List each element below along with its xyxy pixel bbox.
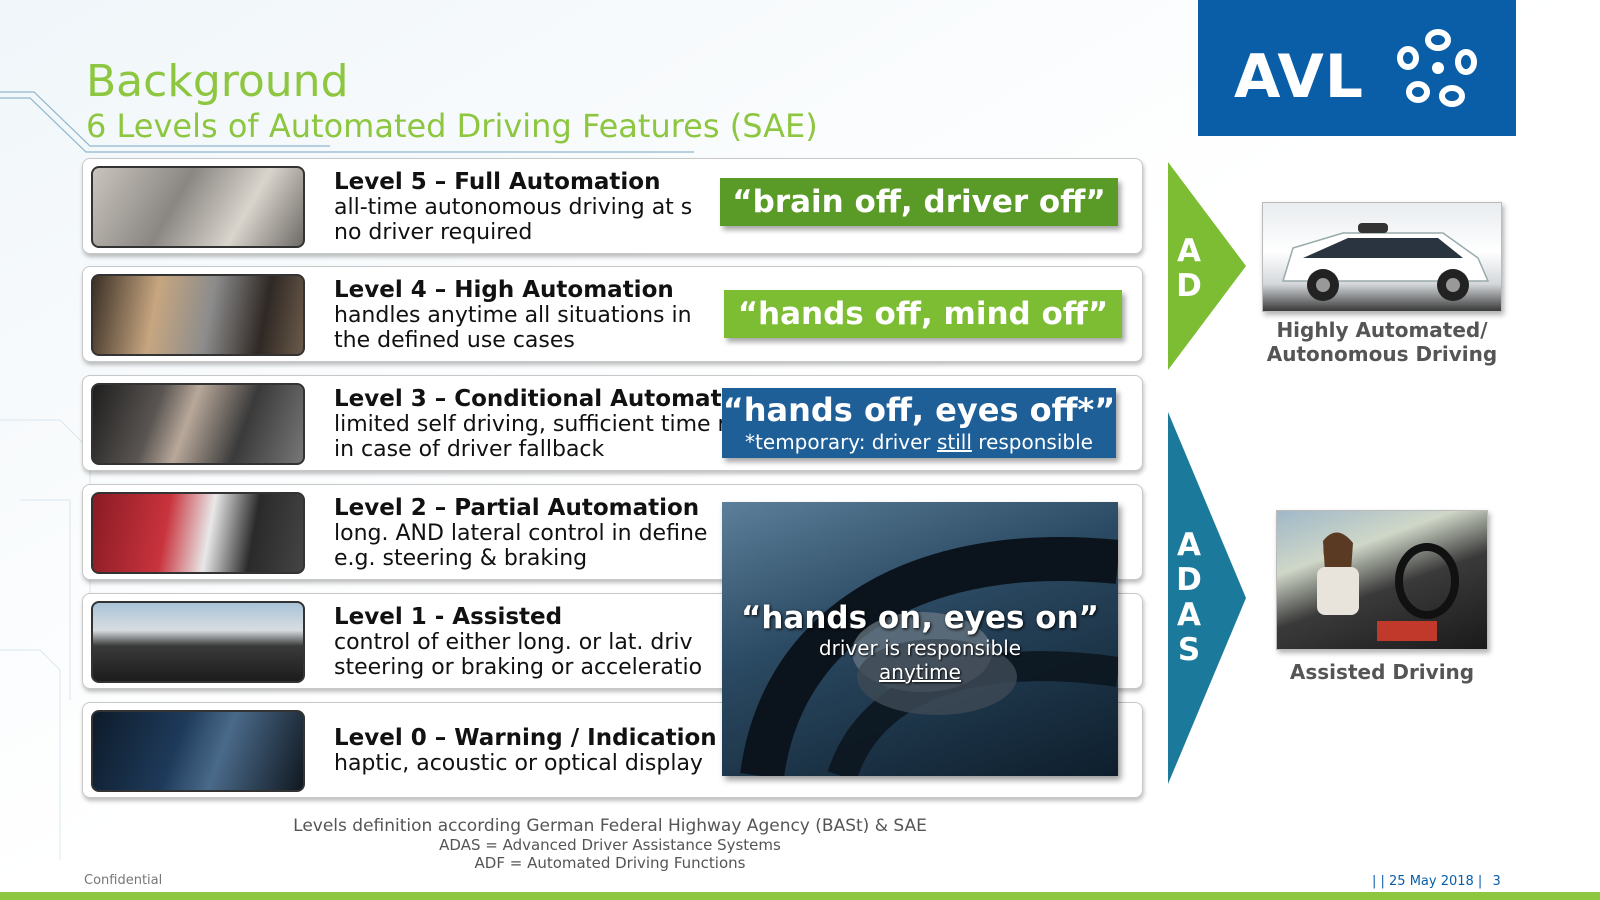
logo-wordmark: AVL: [1234, 42, 1365, 112]
footnote-adas-definition: ADAS = Advanced Driver Assistance System…: [439, 836, 781, 854]
confidential-label: Confidential: [84, 873, 163, 888]
page-number: 3: [1492, 874, 1501, 889]
level-0-title: Level 0 – Warning / Indication: [334, 725, 717, 751]
steering-wheel-photo: “hands on, eyes on” driver is responsibl…: [722, 502, 1118, 776]
level-0-description: haptic, acoustic or optical display: [334, 751, 703, 776]
passengers-lounge-photo: [91, 166, 305, 248]
level-3-quote-main: “hands off, eyes off*”: [722, 391, 1116, 429]
adas-chevron-arrow: [1168, 412, 1246, 784]
level-3-quote-note: *temporary: driver still responsible: [745, 430, 1093, 454]
level-3-description: limited self driving, sufficient time ma…: [334, 412, 796, 462]
level-2-title: Level 2 – Partial Automation: [334, 495, 700, 521]
level-3-quote-tag: “hands off, eyes off*” *temporary: drive…: [722, 388, 1116, 458]
level-5-quote-tag: “brain off, driver off”: [720, 178, 1118, 226]
footnote-levels-definition: Levels definition according German Feder…: [293, 816, 927, 836]
avl-logo: AVL: [1198, 0, 1516, 136]
footer-date: | | 25 May 2018 |: [1372, 874, 1483, 889]
blind-spot-warning-photo: [91, 710, 305, 792]
footer-date-page: | | 25 May 2018 | 3: [1372, 874, 1501, 889]
level-4-title: Level 4 – High Automation: [334, 277, 674, 303]
level-3-title: Level 3 – Conditional Automation: [334, 386, 762, 412]
level-5-row: Level 5 – Full Automation all-time auton…: [82, 158, 1143, 254]
page-subtitle: 6 Levels of Automated Driving Features (…: [86, 107, 818, 145]
driver-relaxing-photo: [91, 274, 305, 356]
adas-side-label: Assisted Driving: [1289, 660, 1475, 684]
level-1-title: Level 1 - Assisted: [334, 604, 563, 630]
driver-woman-icon: [1317, 532, 1459, 641]
level-1-2-quote-emphasis: anytime: [879, 660, 961, 684]
assisted-driving-photo: [1276, 510, 1488, 650]
footnote-adf-definition: ADF = Automated Driving Functions: [474, 854, 746, 872]
page-title: Background: [86, 56, 349, 107]
bottom-accent-bar: [0, 892, 1600, 900]
cockpit-photo: [91, 601, 305, 683]
driver-hands-free-photo: [91, 383, 305, 465]
steering-wheel-icon: [740, 537, 1118, 776]
autonomous-minivan-icon: [1281, 223, 1490, 301]
level-1-2-quote-note: driver is responsible: [818, 636, 1022, 660]
level-4-row: Level 4 – High Automation handles anytim…: [82, 266, 1143, 362]
level-4-quote-tag: “hands off, mind off”: [724, 290, 1122, 338]
ad-side-label: Highly Automated/Autonomous Driving: [1266, 318, 1498, 366]
level-1-2-quote-main: “hands on, eyes on”: [740, 600, 1100, 636]
avl-hub-logo-icon: [1397, 29, 1477, 107]
car-smartphone-photo: [91, 492, 305, 574]
ad-chevron-arrow: [1168, 162, 1246, 370]
level-5-title: Level 5 – Full Automation: [334, 169, 661, 195]
autonomous-car-photo: [1262, 202, 1502, 312]
